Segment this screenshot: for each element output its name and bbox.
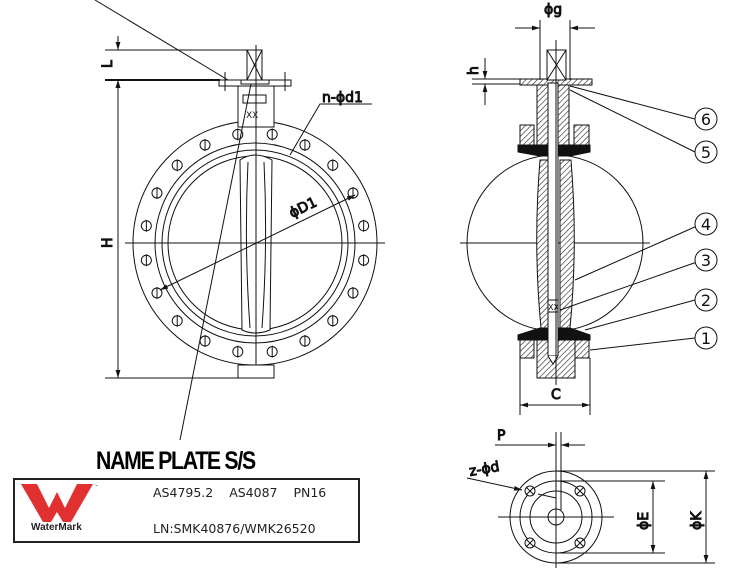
bolt-hole (266, 345, 278, 358)
bolt-hole (140, 254, 152, 267)
dim-z-d: z-ϕd (468, 459, 501, 480)
dim-K: ϕK (689, 511, 705, 530)
bolt-hole (140, 219, 152, 232)
dim-E: ϕE (636, 512, 652, 530)
top-flange-view: P z-ϕd ϕE ϕK (466, 428, 715, 568)
balloon-label: 6 (701, 110, 711, 129)
bolt-hole (171, 314, 183, 327)
mount-hole (524, 485, 536, 497)
balloon-3: 3 (694, 248, 718, 272)
bolt-hole (299, 138, 311, 151)
balloon-label: 2 (701, 291, 711, 310)
front-view: XX L H ϕD1 n-ϕd1 (94, 0, 385, 441)
balloon-2: 2 (694, 288, 718, 312)
name-plate-standards: AS4795.2 AS4087 PN16 (153, 485, 327, 500)
dim-C: C (551, 387, 561, 403)
balloon-label: 4 (701, 215, 711, 234)
svg-text:XX: XX (548, 303, 559, 312)
flange-bolt-holes (140, 128, 370, 358)
balloon-6: 6 (694, 107, 718, 131)
bolt-hole (358, 219, 370, 232)
bolt-hole (347, 286, 359, 299)
balloon-label: 1 (701, 329, 711, 348)
balloon-4: 4 (694, 212, 718, 236)
bolt-hole (199, 138, 211, 151)
bolt-hole (151, 286, 163, 299)
bolt-hole (299, 335, 311, 348)
dim-n-d1: n-ϕd1 (322, 90, 363, 106)
balloon-5: 5 (694, 140, 718, 164)
watermark-brand: WaterMark (31, 522, 82, 533)
svg-text:™: ™ (95, 484, 99, 489)
dim-h: h (466, 66, 482, 75)
balloon-label: 3 (701, 251, 711, 270)
bolt-hole (199, 335, 211, 348)
bolt-hole (151, 187, 163, 200)
dim-g: ϕg (544, 2, 562, 18)
bolt-hole (266, 128, 278, 141)
balloon-label: 5 (701, 143, 711, 162)
name-plate-title: NAME PLATE S/S (96, 447, 256, 475)
bolt-hole (327, 159, 339, 172)
name-plate-license: LN:SMK40876/WMK26520 (153, 521, 316, 536)
side-view: XX ϕg h C 6 5 4 3 2 1 (460, 2, 718, 415)
bolt-hole (358, 254, 370, 267)
bolt-hole (232, 345, 244, 358)
name-plate: ™ WaterMark AS4795.2 AS4087 PN16 LN:SMK4… (13, 478, 360, 543)
balloon-1: 1 (694, 326, 718, 350)
mount-hole (574, 537, 586, 549)
dim-H: H (100, 237, 116, 248)
bolt-hole (327, 314, 339, 327)
dim-P: P (497, 428, 505, 444)
svg-text:XX: XX (246, 111, 258, 121)
bolt-hole (171, 159, 183, 172)
mount-hole (574, 485, 586, 497)
watermark-logo: ™ (21, 484, 99, 522)
dim-D1: ϕD1 (287, 195, 320, 222)
part-balloons: 6 5 4 3 2 1 (694, 107, 718, 350)
dim-L: L (100, 60, 116, 68)
mount-hole (524, 537, 536, 549)
